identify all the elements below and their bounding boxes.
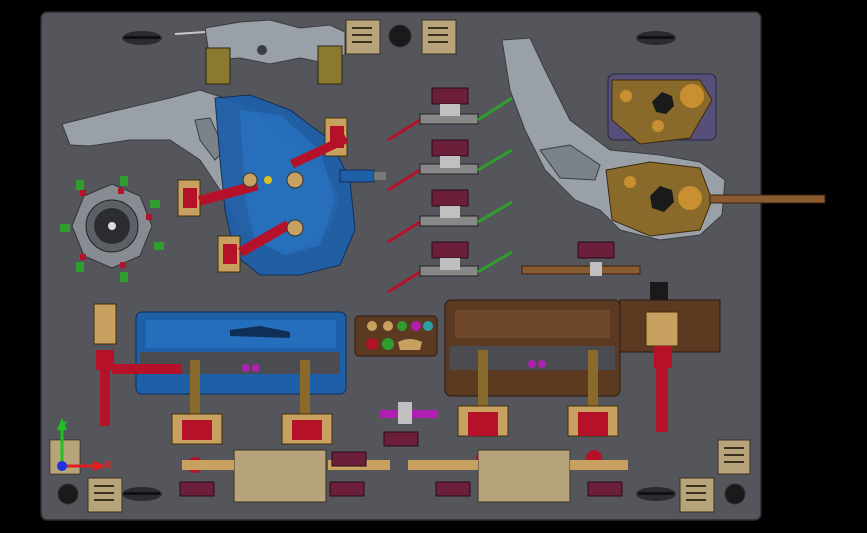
bushing-top [388,24,412,48]
toggle-clamp-left-1[interactable] [177,179,259,217]
tag-top-left-row [331,451,367,467]
vertical-clamp-right[interactable] [645,311,679,432]
tag-bottom-4 [587,481,623,497]
toggle-clamp-left-3[interactable] [290,117,349,169]
bottom-clamp-3[interactable] [457,350,509,466]
nameplate-top-left [345,19,381,55]
blue-base-block[interactable] [135,311,347,395]
rotary-hub-locator[interactable] [60,176,164,282]
pin-cylinder-left[interactable] [307,99,386,183]
triad-y-label: Y [59,420,68,431]
pin-station-1[interactable] [387,87,513,142]
tag-bottom-2 [329,481,365,497]
bushing-bottom-left [57,483,79,505]
pin-station-3[interactable] [387,189,513,244]
corner-locator-bottom-right [636,487,676,501]
nameplate-right-mid [717,439,751,475]
nameplate-bottom-right [679,477,715,513]
brown-base-block[interactable] [444,282,721,397]
bushing-bottom-right [724,483,746,505]
rod-bottom-4 [570,460,628,470]
rod-bottom-1 [182,460,234,470]
corner-locator-top-left [122,31,162,45]
triad-x-label: X [104,460,112,471]
locator-pin-1 [242,172,258,188]
cam-plate-top[interactable] [607,73,717,145]
rod-bottom-3 [408,460,478,470]
pin-station-4[interactable] [387,241,513,294]
coordinate-triad: Y X [50,418,112,474]
corner-locator-top-right [636,31,676,45]
locator-pin-2 [286,171,304,189]
toggle-clamp-left-2[interactable] [217,220,291,273]
hub-pins [60,176,164,282]
tag-bottom-1 [179,481,215,497]
indicator-panel[interactable] [354,315,438,357]
locator-pin-3 [286,219,304,237]
corner-locator-bottom-left [122,487,162,501]
bottom-clamp-4[interactable] [567,350,619,466]
tag-bottom-3 [435,481,471,497]
tag-bottom-center [383,431,419,447]
magenta-pin[interactable] [380,402,438,424]
nameplate-top-right [421,19,457,55]
locator-pin-4 [264,176,272,184]
vertical-clamp-left[interactable] [93,303,182,426]
bottom-clamp-1[interactable] [171,360,232,473]
support-rod-right[interactable] [521,241,641,276]
top-bracket-part[interactable] [174,19,346,85]
pin-station-2[interactable] [387,139,513,192]
base-plate-tan-left [233,449,327,503]
nameplate-bottom-left [87,477,123,513]
base-plate-tan-right [477,449,571,503]
cam-plate-bottom[interactable] [605,161,826,237]
